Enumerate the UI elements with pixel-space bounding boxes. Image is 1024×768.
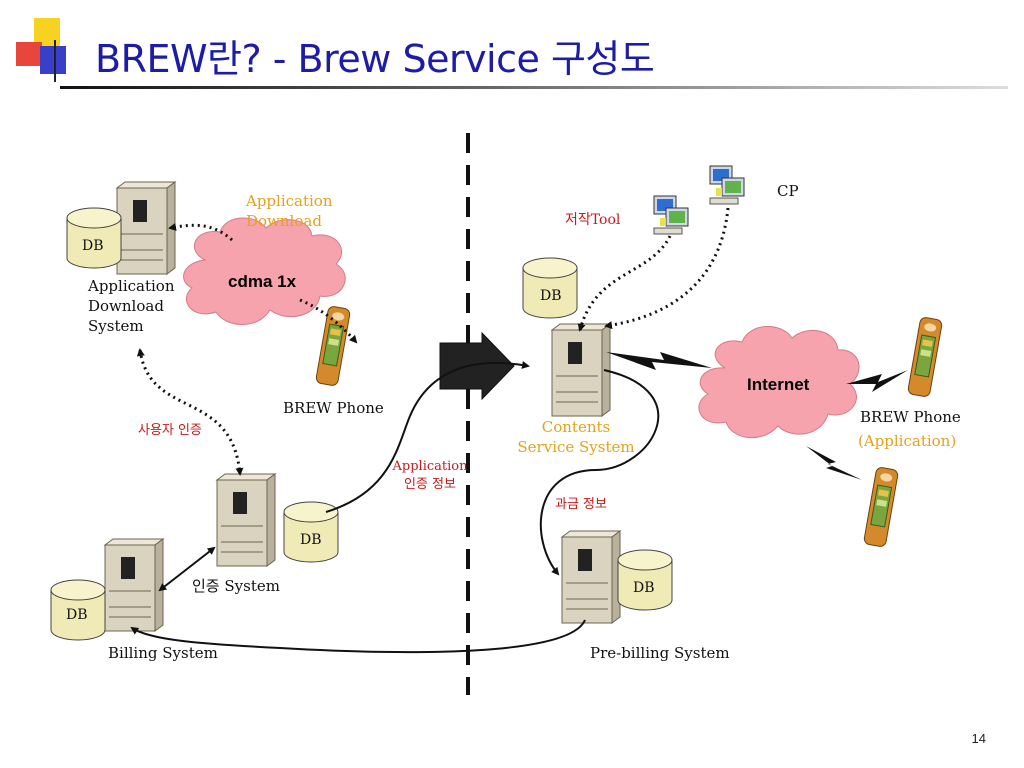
billing-system-label: Billing System (108, 644, 218, 662)
dotted-arrow-download (168, 222, 234, 242)
db-label: DB (82, 238, 104, 254)
title-underline (60, 86, 1008, 89)
contents-service-server (551, 323, 611, 417)
db-label: DB (540, 288, 562, 304)
contents-service-system-label: Contents Service System (517, 418, 635, 456)
page-number: 14 (971, 731, 986, 746)
billing-server (104, 538, 164, 632)
lightning-internet-phone2 (806, 446, 862, 480)
app-download-note: Application Download (246, 192, 333, 230)
arrow-app-auth-info (325, 360, 530, 513)
db-label: DB (633, 580, 655, 596)
db-label: DB (300, 532, 322, 548)
arrow-auth-billing (158, 546, 216, 592)
auth-server (216, 473, 276, 567)
prebilling-server (561, 530, 621, 624)
arrow-billing-info (539, 369, 660, 576)
cp-label: CP (777, 182, 799, 200)
auth-system-label: 인증 System (192, 577, 280, 595)
cp-computer (709, 165, 745, 205)
brew-phone-label-left: BREW Phone (283, 399, 384, 417)
prebilling-system-label: Pre-billing System (590, 644, 730, 662)
brew-phone-right-bottom (862, 466, 900, 548)
billing-info-label: 과금 정보 (555, 497, 607, 512)
app-download-system-label: Application Download System (88, 277, 175, 335)
db-label: DB (66, 607, 88, 623)
dotted-arrow-tool (577, 235, 672, 332)
internet-cloud-label: Internet (747, 375, 810, 394)
brew-phone-label-right: BREW Phone (860, 408, 961, 426)
slide-title: BREW란? - Brew Service 구성도 (95, 37, 655, 81)
lightning-server-internet (606, 352, 712, 370)
brew-phone-application-label: (Application) (858, 432, 957, 450)
cdma-cloud-shape (183, 217, 346, 325)
app-auth-info-label: Application 인증 정보 (392, 459, 468, 492)
app-download-server (116, 181, 176, 275)
brew-phone-right-top (906, 316, 944, 398)
authoring-tool-label: 저작Tool (565, 212, 621, 228)
dotted-arrow-user-auth (136, 348, 244, 476)
lightning-internet-phone (846, 370, 908, 392)
title-decoration (16, 18, 76, 82)
internet-cloud-shape (698, 325, 860, 439)
user-auth-label: 사용자 인증 (138, 423, 202, 438)
arrow-prebilling-billing (130, 619, 586, 654)
authoring-tool-computer (653, 195, 689, 235)
dotted-arrow-phone (299, 298, 358, 344)
cdma-cloud-label: cdma 1x (228, 272, 297, 291)
big-arrow (439, 331, 515, 401)
brew-phone-left (314, 305, 352, 387)
